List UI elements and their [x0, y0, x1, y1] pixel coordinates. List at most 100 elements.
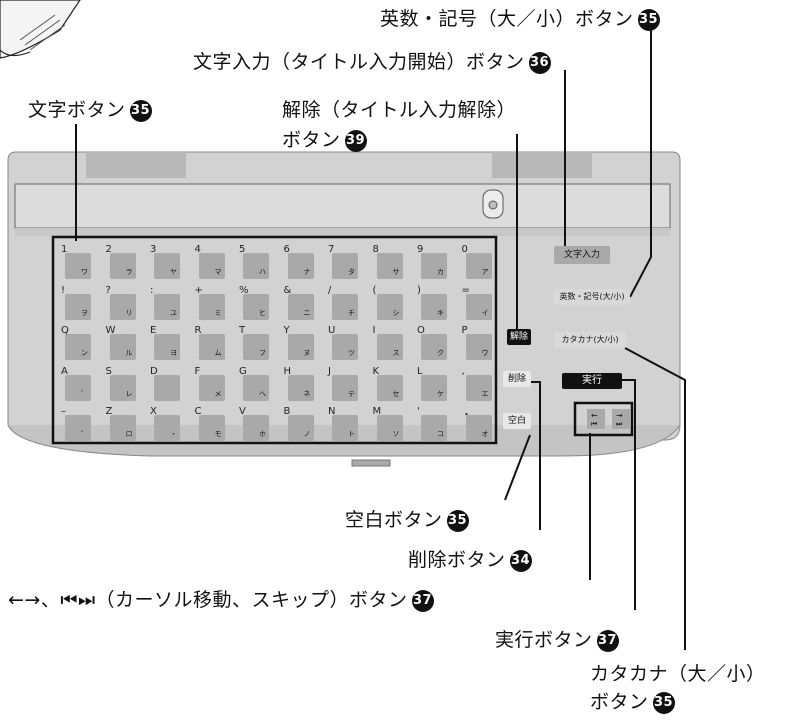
kaijo-button[interactable]: 解除	[507, 329, 531, 345]
key-char-label: N	[328, 406, 336, 417]
moji-nyuryoku-button[interactable]: 文字入力	[554, 246, 610, 264]
key-kana-label: ゜	[81, 430, 88, 438]
key-kana-label: ロ	[125, 430, 133, 438]
key-char-label: :	[150, 284, 154, 296]
key-char-label: ?	[105, 284, 111, 296]
keypad-key[interactable]: )キ	[417, 285, 447, 320]
number-34-badge: 34	[509, 550, 532, 572]
key-char-label: E	[150, 325, 157, 336]
key-kana-label: テ	[348, 389, 355, 398]
eisu-kigo-button[interactable]: 英数・記号(大/小)	[554, 289, 630, 305]
kuhaku-button[interactable]: 空白	[503, 413, 531, 429]
panel-tab-right	[492, 152, 592, 178]
jikko-button[interactable]: 実行	[562, 373, 622, 389]
keypad-key[interactable]: ?リ	[106, 285, 136, 320]
keypad-key[interactable]: :ユ	[150, 285, 180, 320]
key-char-label: 6	[283, 244, 290, 255]
number-39-badge: 39	[344, 130, 367, 152]
key-kana-label: ケ	[437, 389, 444, 398]
keypad-key[interactable]: (シ	[373, 285, 403, 320]
key-kana-label: イ	[481, 308, 489, 317]
key-char-label: A	[61, 365, 68, 377]
key-kana-label: ソ	[392, 430, 400, 438]
number-35-badge: 35	[652, 692, 675, 714]
keypad-key[interactable]: !ヲ	[61, 285, 91, 320]
key-char-label: T	[239, 325, 246, 336]
key-kana-label: ヨ	[170, 349, 177, 357]
leader-jikko	[622, 379, 636, 610]
key-kana-label: ヘ	[259, 389, 266, 398]
key-char-label: ・	[461, 410, 472, 421]
keypad-key[interactable]: %ヒ	[239, 285, 269, 320]
keypad-key[interactable]: ,エ	[462, 366, 492, 401]
key-kana-label: ノ	[303, 430, 311, 438]
keypad-key[interactable]: A゛	[61, 366, 91, 401]
katakana-button[interactable]: カタカナ(大/小)	[554, 332, 626, 348]
key-char-label: 5	[239, 244, 246, 255]
key-kana-label: コ	[437, 430, 444, 438]
key-kana-label: ヤ	[170, 268, 177, 276]
key-char-label: 8	[372, 244, 379, 255]
panel-band	[15, 228, 670, 236]
keypad-key[interactable]: D	[150, 366, 180, 401]
key-kana-label: ミ	[214, 308, 222, 317]
key-kana-label: ツ	[348, 349, 355, 357]
keypad-key[interactable]: &ニ	[284, 285, 314, 320]
sakujo-button[interactable]: 削除	[503, 371, 531, 387]
keypad-key[interactable]: X・	[150, 406, 180, 441]
keypad-key[interactable]: –゜	[61, 406, 91, 441]
keypad-key[interactable]: +ミ	[195, 285, 225, 320]
keypad-key[interactable]: /チ	[328, 285, 358, 320]
keypad-key[interactable]: ・オ	[462, 410, 492, 441]
keypad-key[interactable]: =イ	[462, 285, 492, 320]
key-kana-label: モ	[214, 430, 222, 438]
key-char-label: (	[372, 284, 377, 296]
leader-eisu	[629, 30, 652, 298]
key-kana-label: リ	[125, 308, 133, 317]
key-char-label: I	[372, 325, 376, 336]
key-char-label: Z	[105, 406, 113, 417]
key-char-label: V	[239, 406, 246, 417]
key-kana-label: ネ	[303, 389, 311, 398]
key-char-label: B	[283, 406, 291, 417]
key-char-label: O	[417, 325, 425, 336]
key-char-label: Y	[283, 325, 290, 336]
key-char-label: P	[461, 325, 468, 336]
keypad-key[interactable]: 'コ	[417, 406, 447, 441]
